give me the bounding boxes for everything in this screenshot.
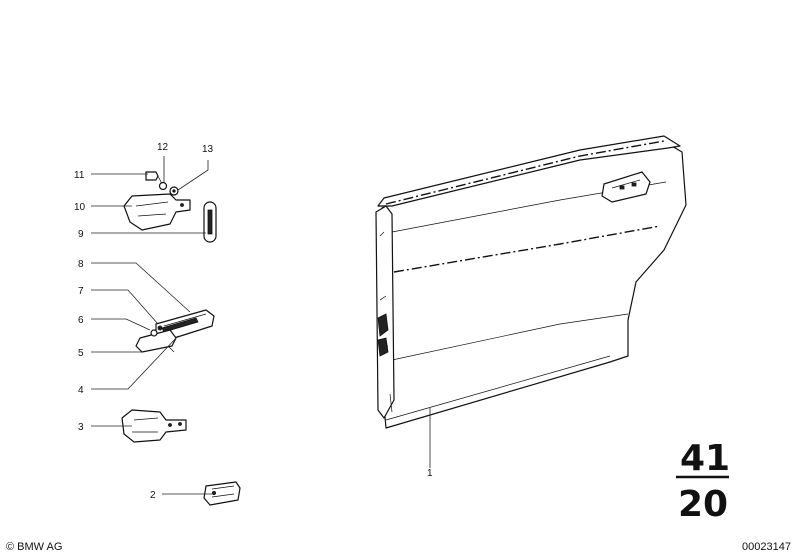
callout-4: 4 (78, 385, 84, 396)
rear-door-drawing[interactable] (375, 135, 687, 429)
callout-7: 7 (78, 286, 84, 297)
callout-11: 11 (74, 170, 85, 181)
callout-8: 8 (78, 259, 84, 270)
callout-3: 3 (78, 422, 84, 433)
group-sub-number: 20 (678, 484, 728, 525)
part-9-slotted-plate-drawing[interactable] (203, 201, 217, 243)
copyright-label: © BMW AG (6, 541, 63, 553)
group-number: 41 20 (676, 438, 730, 525)
leader-lines (91, 156, 431, 495)
part-12-washer-drawing[interactable] (158, 181, 168, 191)
callout-13: 13 (202, 144, 214, 155)
callout-2: 2 (150, 490, 156, 501)
callout-1: 1 (427, 468, 433, 479)
callout-5: 5 (78, 348, 84, 359)
part-2-bracket-drawing[interactable] (203, 481, 241, 506)
image-id-label: 00023147 (742, 541, 791, 553)
callout-12: 12 (157, 142, 169, 153)
callout-labels: 1 2 3 4 5 6 7 8 9 10 11 12 13 (74, 142, 433, 501)
part-13-nut-drawing[interactable] (169, 186, 179, 196)
group-main-number: 41 (680, 438, 730, 479)
callout-6: 6 (78, 315, 84, 326)
callout-9: 9 (78, 229, 84, 240)
callout-10: 10 (74, 202, 86, 213)
part-10-hinge-drawing[interactable] (123, 193, 191, 231)
part-3-hinge-plate-drawing[interactable] (121, 409, 187, 443)
door-check-assembly-drawing[interactable] (135, 309, 215, 353)
part-11-bolt-drawing[interactable] (145, 171, 163, 185)
